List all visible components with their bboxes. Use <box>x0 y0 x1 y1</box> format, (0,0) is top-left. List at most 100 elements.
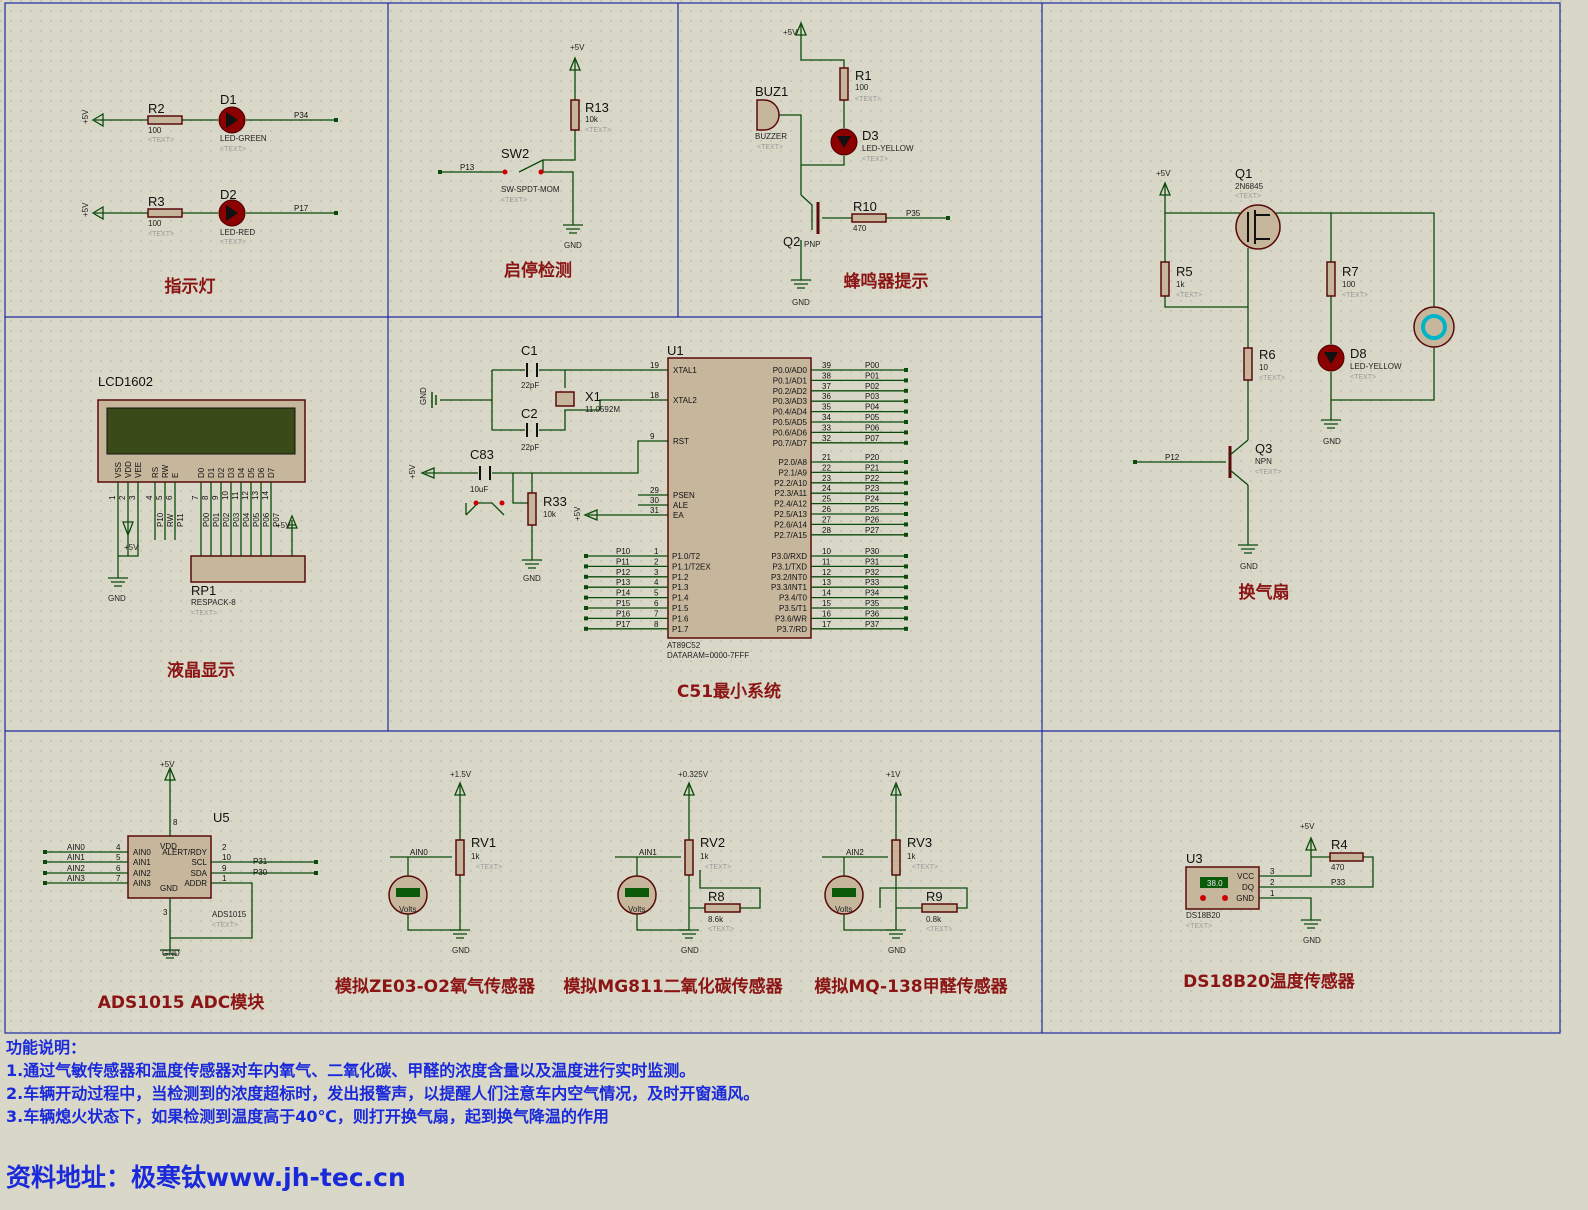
x1-ref: X1 <box>585 389 601 404</box>
r4-resistor <box>1329 852 1364 862</box>
lcd-net-label: P10 <box>156 512 165 527</box>
d1-ref: D1 <box>220 92 237 107</box>
r1-value: 100 <box>855 83 869 92</box>
lcd-pin-num: 1 <box>108 495 117 500</box>
r8-value: 8.6k <box>708 915 724 924</box>
co2-sensor-circuit <box>615 781 761 939</box>
r7-ref: R7 <box>1342 264 1359 279</box>
u3-display <box>1200 877 1228 888</box>
p1-pin-label: P1.5 <box>672 604 689 613</box>
p2-net-label: P23 <box>865 484 880 493</box>
r5-resistor <box>1160 261 1170 297</box>
p1-net-label: P16 <box>616 609 631 618</box>
p1-pin-label: P1.7 <box>672 625 689 634</box>
rp1-text: <TEXT> <box>191 610 217 617</box>
adc-right-pin: ADDR <box>184 879 207 888</box>
hcho-gnd-label: GND <box>888 946 906 955</box>
adc-right-pin: ALERT/RDY <box>162 848 207 857</box>
p1-pin-label: P1.3 <box>672 583 689 592</box>
fan-circuit <box>1133 181 1455 554</box>
u1-mcu-body <box>667 357 812 639</box>
notes-line-3: 3.车辆熄火状态下，如果检测到温度高于40℃，则打开换气扇，起到换气降温的作用 <box>6 1107 609 1126</box>
hcho-sensor-circuit <box>822 781 968 939</box>
x1-value: 11.0592M <box>585 405 620 414</box>
p0-net-label: P07 <box>865 434 880 443</box>
ds-pin-dq: DQ <box>1242 883 1254 892</box>
lcd-net-label: P05 <box>252 512 261 527</box>
p2-net-label: P27 <box>865 526 880 535</box>
net-p17-label: P17 <box>294 204 309 213</box>
r9-value: 0.8k <box>926 915 942 924</box>
adc-pin-num: 7 <box>116 874 121 883</box>
r13-resistor <box>570 99 580 131</box>
p0-pin-num: 36 <box>822 392 831 401</box>
rp1-value: RESPACK-8 <box>191 598 236 607</box>
p0-pin-label: P0.7/AD7 <box>773 439 808 448</box>
function-notes: 功能说明： 1.通过气敏传感器和温度传感器对车内氧气、二氧化碳、甲醛的浓度含量以… <box>6 1036 759 1128</box>
u3-ref: U3 <box>1186 851 1203 866</box>
rv3-text: <TEXT> <box>912 864 938 871</box>
r7-resistor <box>1326 261 1336 297</box>
r13-value: 10k <box>585 115 599 124</box>
sw2-value: SW-SPDT-MOM <box>501 185 560 194</box>
adc-right-pin: SCL <box>191 858 207 867</box>
r10-resistor <box>851 213 887 223</box>
adc-gnd-label: GND <box>162 949 180 958</box>
rv3-ref: RV3 <box>907 835 932 850</box>
lcd-net-label: P03 <box>232 512 241 527</box>
p0-pin-label: P0.1/AD1 <box>773 376 808 385</box>
rv1-text: <TEXT> <box>476 864 502 871</box>
p0-terminal <box>904 399 908 404</box>
voltmeter2-label: Volts <box>628 905 645 914</box>
r3-value: 100 <box>148 219 162 228</box>
r7-text: <TEXT> <box>1342 292 1368 299</box>
p2-pin-label: P2.2/A10 <box>774 479 807 488</box>
r2-ref: R2 <box>148 101 165 116</box>
adc-right-pin-num: 2 <box>222 843 227 852</box>
rp1-respack <box>190 555 306 583</box>
ds-pin-num: 3 <box>1270 867 1275 876</box>
p0-terminal <box>904 378 908 383</box>
p3-pin-num: 14 <box>822 589 831 598</box>
lcd-ref: LCD1602 <box>98 374 153 389</box>
r6-value: 10 <box>1259 363 1268 372</box>
mcu-support-circuit: XTAL119XTAL218RST9PSEN29ALE30EA31P0.0/AD… <box>420 357 908 639</box>
rv2-pot <box>684 839 694 876</box>
u1-value: AT89C52 <box>667 641 701 650</box>
o2-sensor-circuit <box>388 781 470 939</box>
lcd-pin-num: 6 <box>165 495 174 500</box>
d3-text: <TEXT> <box>862 156 888 163</box>
adc-pin-num: 5 <box>116 853 121 862</box>
net-p35-label: P35 <box>906 209 921 218</box>
title-co2-sensor: 模拟MG811二氧化碳传感器 <box>563 976 783 997</box>
rv1-supply-label: +1.5V <box>450 770 472 779</box>
lcd-pin-d7: D7 <box>267 467 276 478</box>
p3-terminal <box>904 585 908 590</box>
p1-pin-num: 7 <box>654 609 659 618</box>
adc-pin-ain3: AIN3 <box>133 879 151 888</box>
c2-value: 22pF <box>521 443 539 452</box>
p2-terminal <box>904 512 908 516</box>
u5-pin3: 3 <box>163 908 168 917</box>
lcd-pin-num: 11 <box>231 491 240 500</box>
p0-pin-label: P0.4/AD4 <box>773 408 808 417</box>
net-ain2-hcho: AIN2 <box>846 848 864 857</box>
resource-link[interactable]: 资料地址：极寒钛www.jh-tec.cn <box>6 1163 406 1192</box>
u5-value: ADS1015 <box>212 910 247 919</box>
ds-gnd-label: GND <box>1303 936 1321 945</box>
p2-pin-num: 28 <box>822 526 831 535</box>
p0-pin-num: 35 <box>822 403 831 412</box>
d1-text: <TEXT> <box>220 146 246 153</box>
p0-pin-num: 34 <box>822 413 831 422</box>
p0-terminal <box>904 409 908 414</box>
adc-right-pin-num: 1 <box>222 874 227 883</box>
voltmeter3-label: Volts <box>835 905 852 914</box>
d1-value: LED-GREEN <box>220 134 267 143</box>
p1-pin-num: 6 <box>654 599 659 608</box>
mcu-pin-ea: EA <box>673 511 684 520</box>
p0-pin-num: 39 <box>822 361 831 370</box>
p2-terminal <box>904 522 908 527</box>
lcd-net-label: P11 <box>176 513 185 527</box>
adc-terminal <box>43 871 47 875</box>
p3-net-label: P34 <box>865 589 880 598</box>
